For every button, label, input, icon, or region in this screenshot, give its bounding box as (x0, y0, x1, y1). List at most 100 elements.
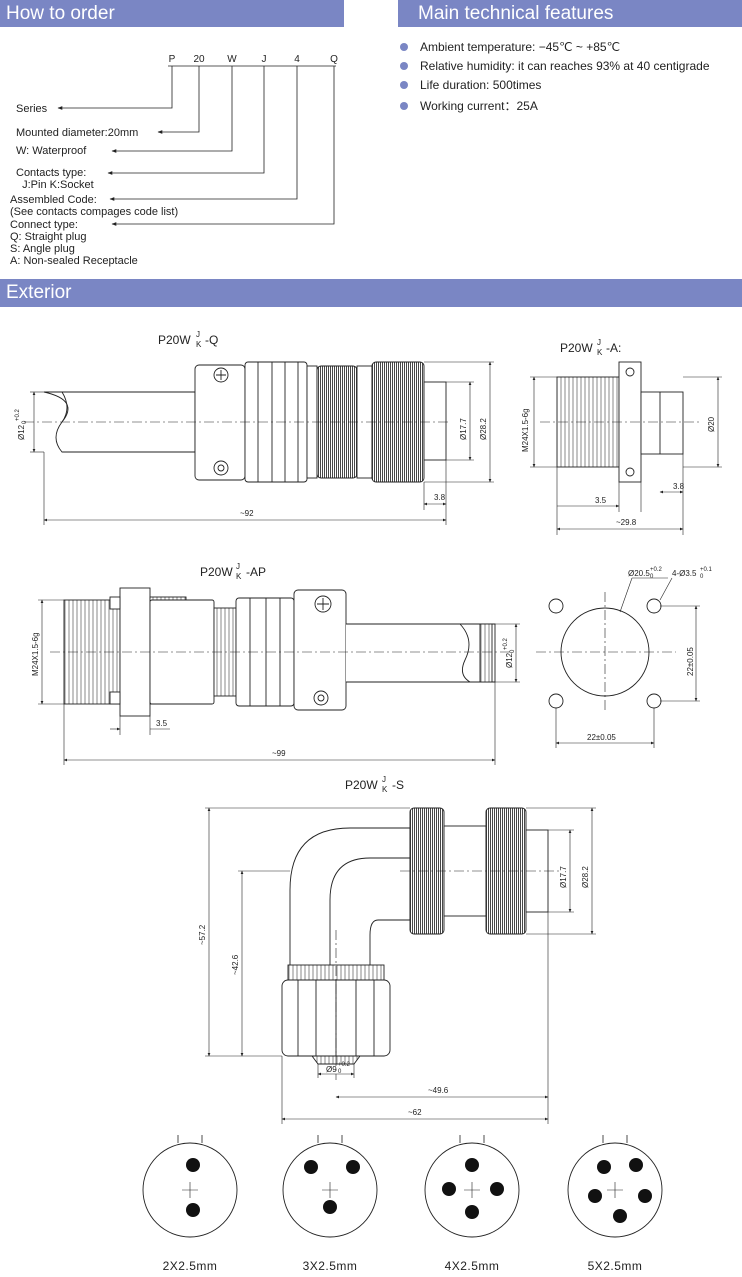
contact-pin (588, 1189, 602, 1203)
dim-a-dia: Ø20 (707, 416, 716, 432)
feature-text: Working current：25A (420, 99, 538, 113)
order-line-assembled: Assembled Code: (10, 194, 97, 206)
contact-pin (613, 1209, 627, 1223)
dim-panel-hole-tol-low: 0 (650, 574, 654, 580)
contact-pin (629, 1158, 643, 1172)
dim-ap-cable: Ø12 (505, 652, 514, 668)
order-letter-contacts: J (262, 54, 267, 65)
drawing-q-suffix: -Q (205, 333, 218, 347)
contact-pin (186, 1158, 200, 1172)
contact-layout-2: 2X2.5mm (142, 1135, 238, 1273)
contact-label-5: 5X2.5mm (588, 1259, 643, 1273)
drawing-q: P20W J K -Q (15, 330, 494, 525)
drawing-s-suffix: -S (392, 778, 404, 792)
dim-s-length: ~62 (408, 1108, 422, 1117)
bullet-icon (400, 62, 408, 70)
contact-pin (465, 1205, 479, 1219)
dim-ap-flange: 3.5 (156, 719, 168, 728)
contact-pin (597, 1160, 611, 1174)
order-letter-waterproof: W (227, 54, 237, 65)
dim-q-pin: 3.8 (434, 493, 446, 502)
dim-ap-cable-tol-low: 0 (510, 649, 516, 653)
dim-s-outer: Ø28.2 (581, 866, 590, 888)
dim-panel-horizontal: 22±0.05 (587, 733, 616, 742)
contact-pin (465, 1158, 479, 1172)
order-line-straight: Q: Straight plug (10, 231, 87, 243)
drawing-q-sup: J (196, 330, 200, 339)
exterior-header: Exterior (0, 279, 742, 307)
feature-text: Relative humidity: it can reaches 93% at… (420, 59, 710, 73)
drawing-a-sup: J (597, 338, 601, 347)
drawing-q-sub: K (196, 340, 202, 349)
order-letter-diameter: 20 (193, 54, 205, 65)
main-features-header: Main technical features (398, 0, 742, 27)
dim-q-outer: Ø28.2 (479, 418, 488, 440)
order-letter-connect: Q (330, 54, 338, 65)
drawing-ap-suffix: -AP (246, 565, 266, 579)
contact-layout-3: 3X2.5mm (282, 1135, 378, 1273)
dim-a-pin: 3.8 (673, 482, 685, 491)
order-line-contacts-type: Contacts type: (16, 167, 87, 179)
order-letter-assembled: 4 (294, 54, 300, 65)
dim-s-offset: ~49.6 (428, 1086, 449, 1095)
contact-pin (323, 1200, 337, 1214)
contact-pin (304, 1160, 318, 1174)
panel-cutout: Ø20.5 +0.2 0 4-Ø3.5 +0.1 0 22±0.05 22±0.… (536, 567, 713, 748)
drawing-a: P20W J K -A: M24X1.5-6g Ø20 3.5 3.8 ~29.… (521, 338, 722, 535)
dim-q-cable-tol-up: +0.2 (15, 408, 21, 421)
dim-s-cable-tol-up: +0.2 (338, 1062, 351, 1068)
drawing-s-sup: J (382, 775, 386, 784)
dim-a-length: ~29.8 (616, 518, 637, 527)
bullet-icon (400, 81, 408, 89)
contact-label-3: 3X2.5mm (303, 1259, 358, 1273)
drawing-q-title: P20W (158, 333, 191, 347)
dim-q-cable-tol-low: 0 (22, 420, 28, 424)
contact-pin (442, 1182, 456, 1196)
how-to-order-header: How to order (0, 0, 344, 27)
feature-current: Working current：25A (400, 97, 538, 114)
order-line-see-list: (See contacts compages code list) (10, 206, 179, 218)
order-line-series: Series (16, 103, 48, 115)
feature-life: Life duration: 500times (400, 78, 541, 92)
drawing-ap-sup: J (236, 562, 240, 571)
contact-layouts: 2X2.5mm 3X2.5mm 4X2.5mm (142, 1135, 663, 1273)
drawing-a-title: P20W (560, 341, 593, 355)
dim-s-center-height: ~42.6 (231, 954, 240, 975)
order-line-connect-type: Connect type: (10, 219, 78, 231)
dim-ap-thread: M24X1.5-6g (31, 632, 40, 676)
drawing-s: P20W J K -S (198, 775, 596, 1124)
dim-panel-vertical: 22±0.05 (686, 647, 695, 676)
drawing-s-title: P20W (345, 778, 378, 792)
drawing-ap-title: P20W (200, 565, 233, 579)
contact-layout-4: 4X2.5mm (424, 1135, 520, 1273)
dim-a-flange: 3.5 (595, 496, 607, 505)
dim-s-inner: Ø17.7 (559, 866, 568, 888)
order-line-angle: S: Angle plug (10, 243, 75, 255)
contact-label-4: 4X2.5mm (445, 1259, 500, 1273)
drawing-ap-sub: K (236, 572, 242, 581)
dim-s-cable: Ø9 (326, 1065, 337, 1074)
bullet-icon (400, 43, 408, 51)
order-line-diameter: Mounted diameter:20mm (16, 127, 139, 139)
drawing-s-sub: K (382, 785, 388, 794)
feature-temperature: Ambient temperature: −45℃ ~ +85℃ (400, 40, 620, 54)
dim-panel-screw: 4-Ø3.5 (672, 569, 697, 578)
dim-ap-length: ~99 (272, 749, 286, 758)
dim-q-cable: Ø12 (17, 424, 26, 440)
order-letter-series: P (169, 54, 176, 65)
dim-ap-cable-tol-up: +0.2 (503, 637, 509, 650)
drawing-a-sub: K (597, 348, 603, 357)
contact-pin (346, 1160, 360, 1174)
feature-text: Life duration: 500times (420, 78, 542, 92)
dim-panel-screw-tol-low: 0 (700, 574, 704, 580)
order-line-receptacle: A: Non-sealed Receptacle (10, 255, 138, 267)
drawing-ap: P20W J K -AP (31, 562, 520, 765)
order-code (57, 65, 336, 226)
dim-q-length: ~92 (240, 509, 254, 518)
dim-panel-hole: Ø20.5 (628, 569, 650, 578)
feature-humidity: Relative humidity: it can reaches 93% at… (400, 59, 710, 73)
contact-pin (638, 1189, 652, 1203)
order-line-waterproof: W: Waterproof (16, 145, 87, 157)
order-line-pin-socket: J:Pin K:Socket (16, 179, 94, 191)
dim-s-height: ~57.2 (198, 924, 207, 945)
